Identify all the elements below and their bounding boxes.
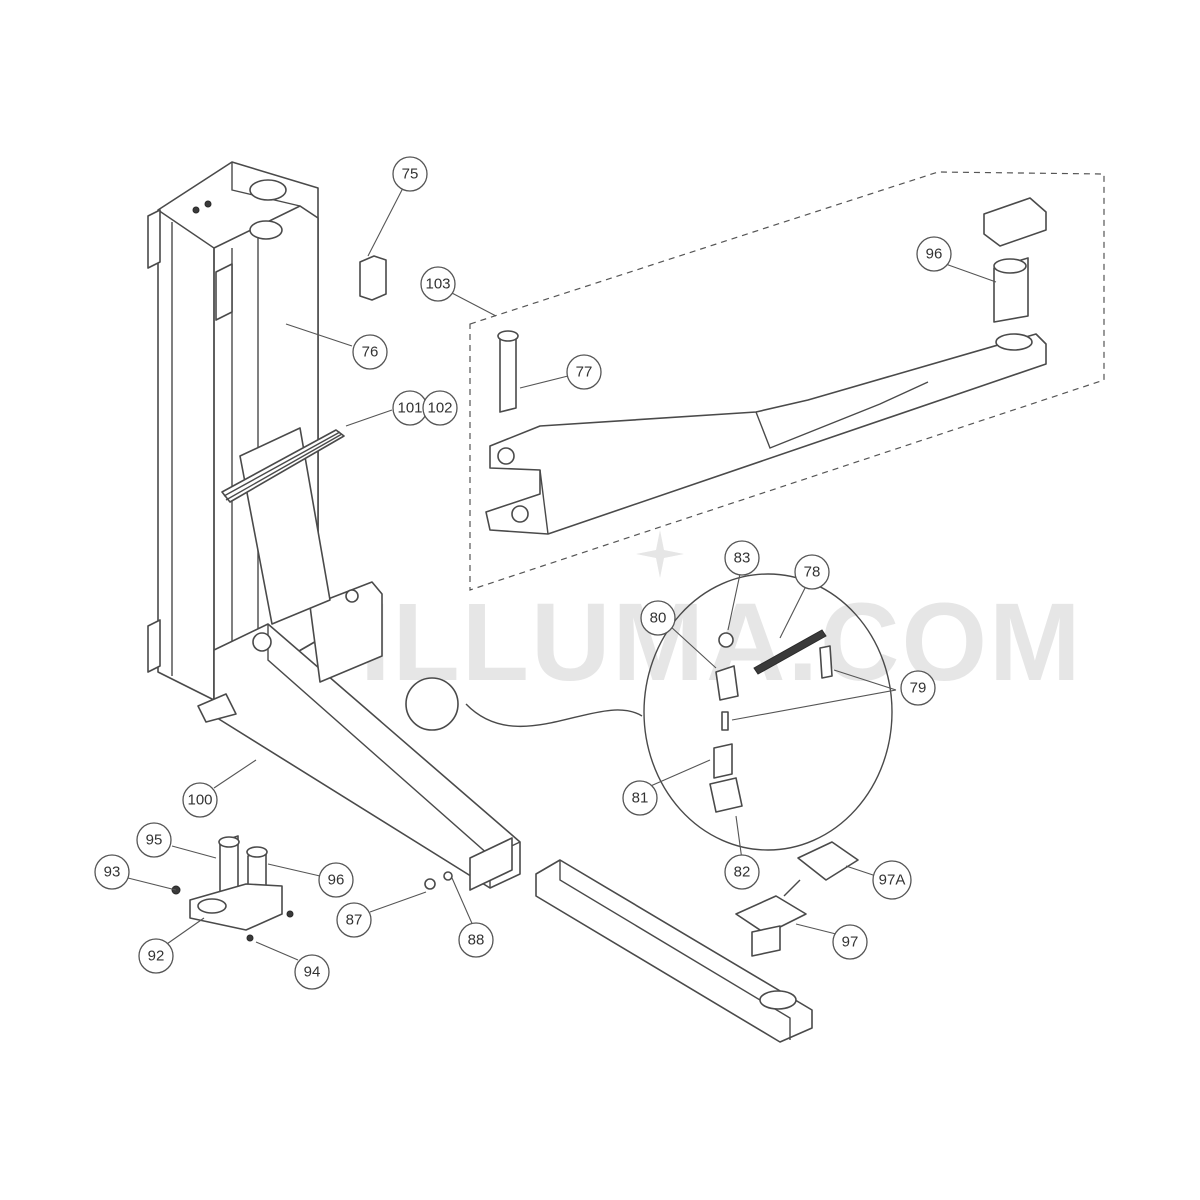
callout-87: 87 xyxy=(336,902,372,938)
svg-text:80: 80 xyxy=(650,610,667,627)
callout-101: 101 xyxy=(392,390,428,426)
carriage-slats xyxy=(221,429,345,503)
svg-text:92: 92 xyxy=(148,948,165,965)
svg-text:82: 82 xyxy=(734,864,751,881)
callout-82: 82 xyxy=(724,854,760,890)
swing-arm-group xyxy=(469,171,1105,591)
extension-arm xyxy=(535,859,813,1043)
callout-78: 78 xyxy=(794,554,830,590)
callout-95: 95 xyxy=(136,822,172,858)
svg-text:94: 94 xyxy=(304,964,321,981)
svg-text:83: 83 xyxy=(734,550,751,567)
svg-text:96: 96 xyxy=(926,246,943,263)
svg-text:93: 93 xyxy=(104,864,121,881)
svg-text:103: 103 xyxy=(425,276,450,293)
detail-inset xyxy=(405,573,893,851)
callout-97a: 97A xyxy=(872,860,912,900)
svg-text:77: 77 xyxy=(576,364,593,381)
lift-pad-parts xyxy=(735,841,859,957)
callout-92: 92 xyxy=(138,938,174,974)
callout-100: 100 xyxy=(182,782,218,818)
callout-88: 88 xyxy=(458,922,494,958)
callout-102: 102 xyxy=(422,390,458,426)
bracket-assembly xyxy=(171,835,453,942)
callout-75: 75 xyxy=(392,156,428,192)
watermark-star-icon xyxy=(636,530,684,578)
svg-text:97: 97 xyxy=(842,934,859,951)
svg-text:81: 81 xyxy=(632,790,649,807)
callout-83: 83 xyxy=(724,540,760,576)
callout-81: 81 xyxy=(622,780,658,816)
callout-93: 93 xyxy=(94,854,130,890)
svg-text:88: 88 xyxy=(468,932,485,949)
svg-text:78: 78 xyxy=(804,564,821,581)
base-leg xyxy=(197,427,521,891)
svg-text:87: 87 xyxy=(346,912,363,929)
svg-text:76: 76 xyxy=(362,344,379,361)
callout-96-upper: 96 xyxy=(916,236,952,272)
callout-103: 103 xyxy=(420,266,456,302)
leader-lines xyxy=(127,185,997,961)
svg-text:95: 95 xyxy=(146,832,163,849)
svg-text:96: 96 xyxy=(328,872,345,889)
svg-text:101: 101 xyxy=(397,400,422,417)
callout-80: 80 xyxy=(640,600,676,636)
callout-76: 76 xyxy=(352,334,388,370)
svg-text:97A: 97A xyxy=(879,872,906,889)
block-part-75 xyxy=(359,255,387,301)
svg-text:102: 102 xyxy=(427,400,452,417)
callout-77: 77 xyxy=(566,354,602,390)
callout-97: 97 xyxy=(832,924,868,960)
callout-94: 94 xyxy=(294,954,330,990)
svg-text:75: 75 xyxy=(402,166,419,183)
svg-text:79: 79 xyxy=(910,680,927,697)
svg-text:100: 100 xyxy=(187,792,212,809)
callout-96-lower: 96 xyxy=(318,862,354,898)
callout-79: 79 xyxy=(900,670,936,706)
